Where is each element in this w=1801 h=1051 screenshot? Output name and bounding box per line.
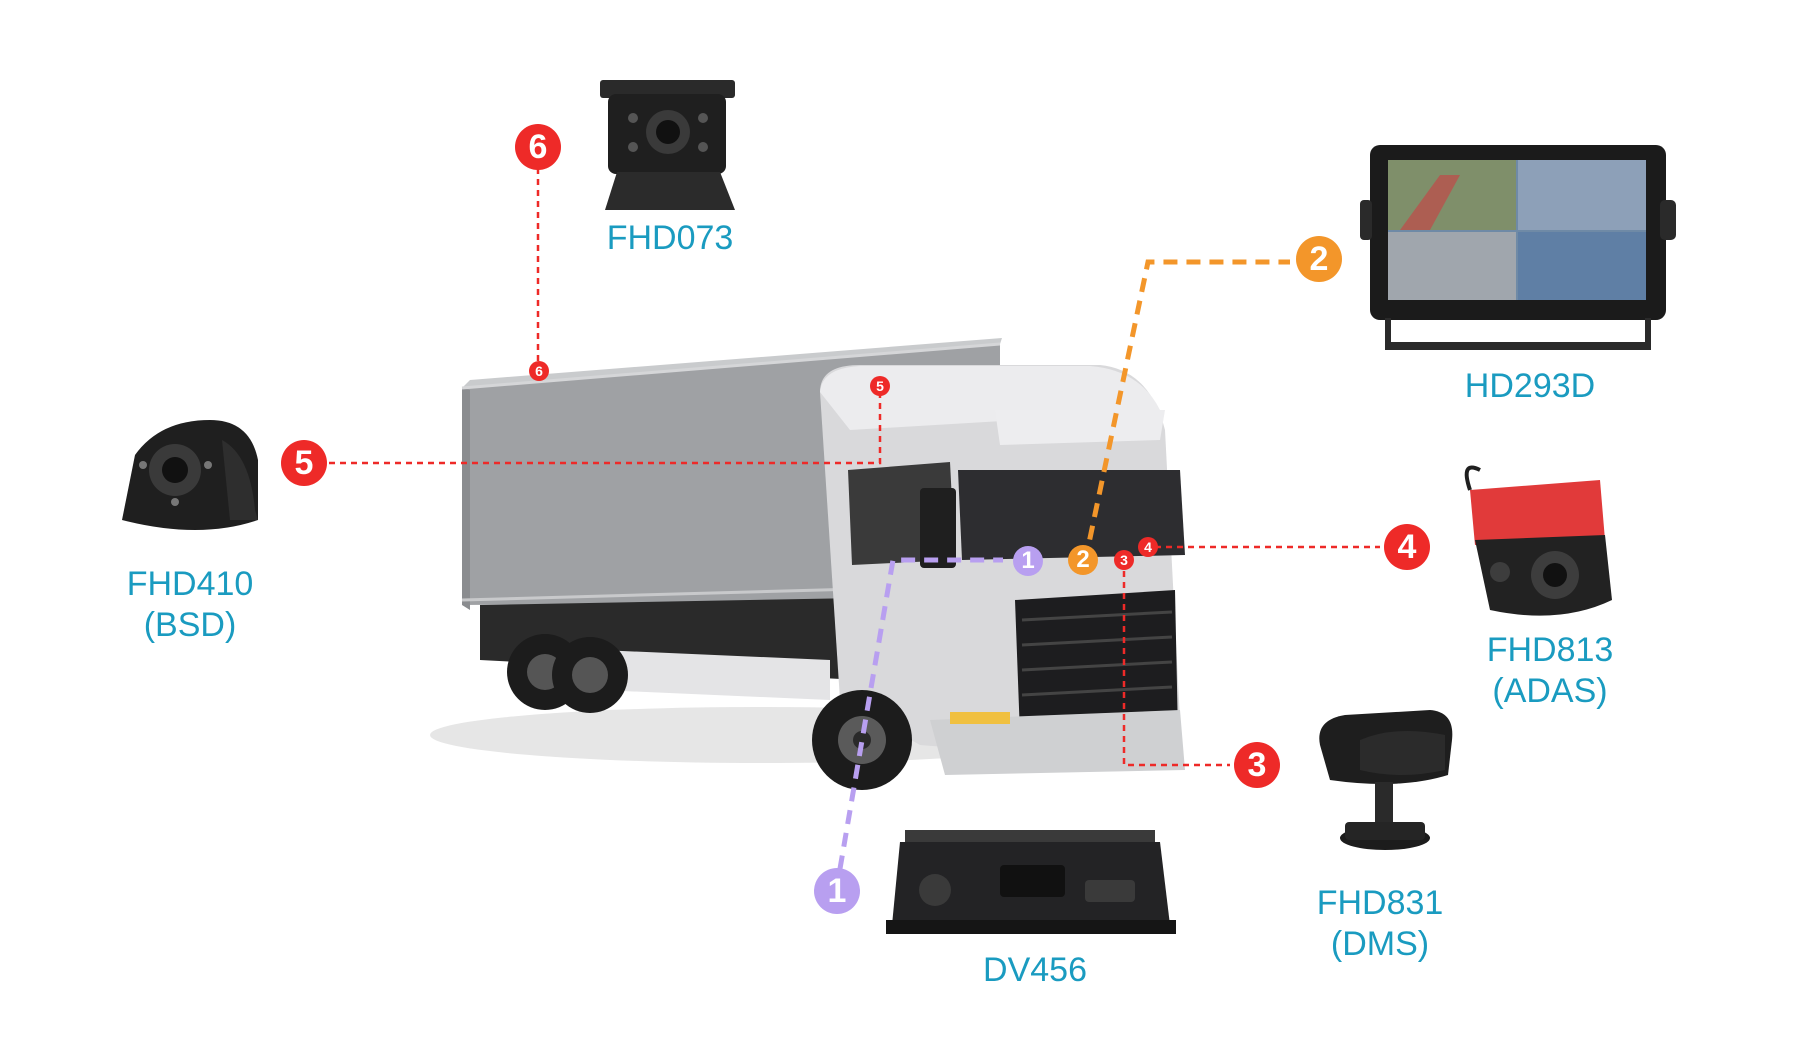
label-fhd410-name: FHD410: [126, 565, 254, 603]
dv456-recorder-image: [886, 830, 1176, 934]
marker-2: 2: [1296, 236, 1342, 282]
connector-2: [1082, 259, 1290, 563]
marker-4: 4: [1384, 524, 1430, 570]
label-fhd831-type: (DMS): [1330, 925, 1430, 963]
label-fhd813-name: FHD813: [1486, 631, 1614, 669]
marker-4-small: 4: [1138, 537, 1158, 557]
truck-illustration: [430, 338, 1185, 790]
label-fhd831: FHD831 (DMS): [1295, 883, 1465, 965]
marker-2-small: 2: [1068, 545, 1098, 575]
label-fhd073: FHD073: [606, 219, 734, 257]
marker-6-small: 6: [529, 361, 549, 381]
fhd831-camera-image: [1319, 710, 1453, 850]
fhd073-camera-image: [600, 80, 735, 210]
marker-5: 5: [281, 440, 327, 486]
fhd813-camera-image: [1464, 465, 1612, 616]
marker-1-small: 1: [1013, 546, 1043, 576]
label-fhd831-name: FHD831: [1316, 884, 1444, 922]
marker-6: 6: [515, 124, 561, 170]
label-hd293d: HD293D: [1464, 367, 1596, 405]
label-dv456: DV456: [983, 951, 1087, 989]
marker-3: 3: [1234, 742, 1280, 788]
grille: [1015, 590, 1178, 735]
connector-5: [318, 386, 882, 465]
fhd410-camera-image: [122, 420, 258, 530]
marker-3-small: 3: [1114, 550, 1134, 570]
connector-3: [1122, 560, 1230, 767]
windshield: [958, 470, 1185, 560]
marker-1: 1: [814, 868, 860, 914]
marker-5-small: 5: [870, 376, 890, 396]
hd293d-monitor-image: [1360, 145, 1676, 350]
label-fhd410: FHD410 (BSD): [105, 564, 275, 646]
label-fhd813: FHD813 (ADAS): [1465, 630, 1635, 712]
label-fhd410-type: (BSD): [143, 606, 237, 644]
label-fhd813-type: (ADAS): [1492, 672, 1608, 710]
